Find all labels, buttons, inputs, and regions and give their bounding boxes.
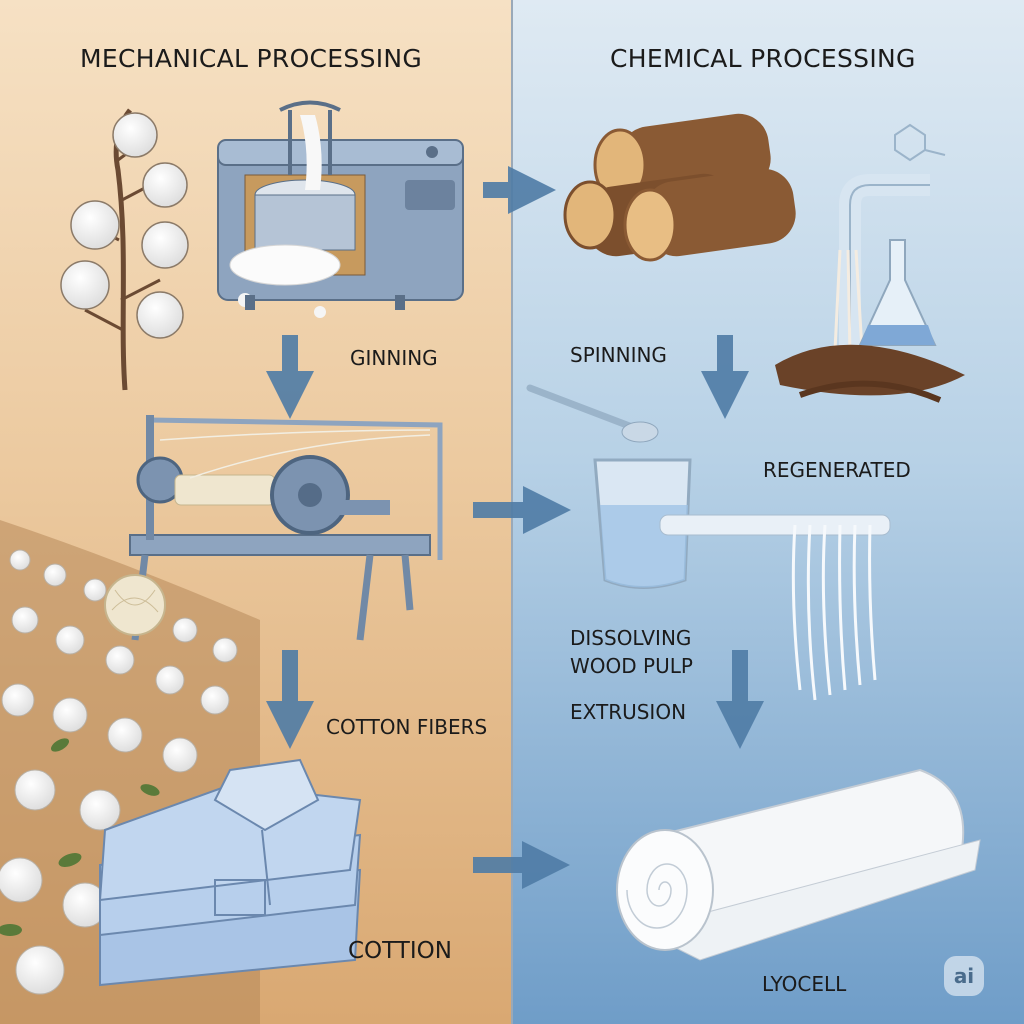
flow-arrows bbox=[266, 166, 764, 889]
chemical-processing-heading: CHEMICAL PROCESSING bbox=[610, 44, 916, 73]
spinning-wheel bbox=[104, 415, 443, 641]
folded-shirts bbox=[98, 758, 362, 987]
ai-badge: ai bbox=[944, 956, 984, 996]
ginning-label: GINNING bbox=[350, 346, 438, 370]
lyocell-roll bbox=[616, 768, 981, 961]
cotton-fibers-label: COTTON FIBERS bbox=[326, 715, 488, 739]
dissolving-label-line1: DISSOLVING bbox=[570, 626, 692, 650]
cotton-plant bbox=[60, 108, 189, 391]
cotton-gin-machine bbox=[217, 100, 464, 318]
cotton-label: COTTION bbox=[348, 938, 452, 964]
beaker-extrusion bbox=[526, 384, 891, 701]
regenerated-label: REGENERATED bbox=[763, 458, 911, 482]
wood-logs bbox=[563, 113, 796, 262]
extrusion-label: EXTRUSION bbox=[570, 700, 687, 724]
dissolving-label-line2: WOOD PULP bbox=[570, 654, 693, 678]
spinning-label: SPINNING bbox=[570, 343, 667, 367]
mechanical-processing-heading: MECHANICAL PROCESSING bbox=[80, 44, 423, 73]
lyocell-label: LYOCELL bbox=[762, 972, 847, 996]
pulp-pipe-flask bbox=[775, 123, 965, 403]
